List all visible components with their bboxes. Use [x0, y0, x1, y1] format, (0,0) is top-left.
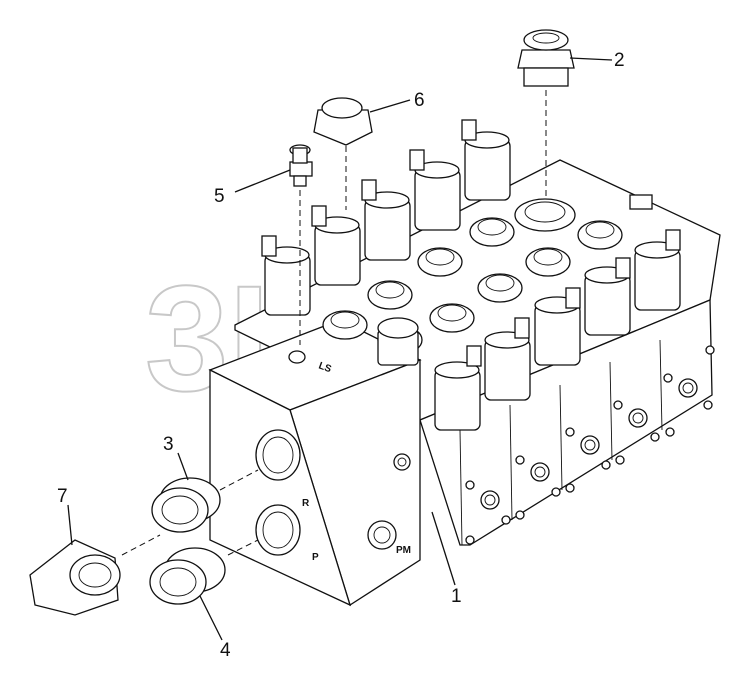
- fitting-5: [289, 144, 313, 345]
- fitting-3: [151, 469, 259, 533]
- port-label-p: P: [312, 552, 319, 563]
- port-label-r: R: [302, 498, 310, 509]
- side-plug: [629, 194, 653, 210]
- callout-5: 5: [214, 186, 225, 207]
- fitting-2: [517, 29, 575, 200]
- solenoid-coils: [261, 119, 681, 431]
- callout-3: 3: [163, 434, 174, 455]
- leader-lines: [67, 57, 613, 641]
- callout-4: 4: [220, 640, 231, 661]
- port-label-ls: LS: [317, 360, 333, 375]
- port-label-pm: PM: [396, 545, 411, 556]
- callout-1: 1: [451, 586, 462, 607]
- plug-6: [313, 97, 373, 210]
- callout-7: 7: [57, 486, 68, 507]
- callout-6: 6: [414, 90, 425, 111]
- callout-2: 2: [614, 50, 625, 71]
- valve-cartridges: [322, 198, 623, 366]
- section-ports: [465, 345, 715, 545]
- fitting-4: [149, 539, 259, 605]
- cap-7: [29, 534, 161, 616]
